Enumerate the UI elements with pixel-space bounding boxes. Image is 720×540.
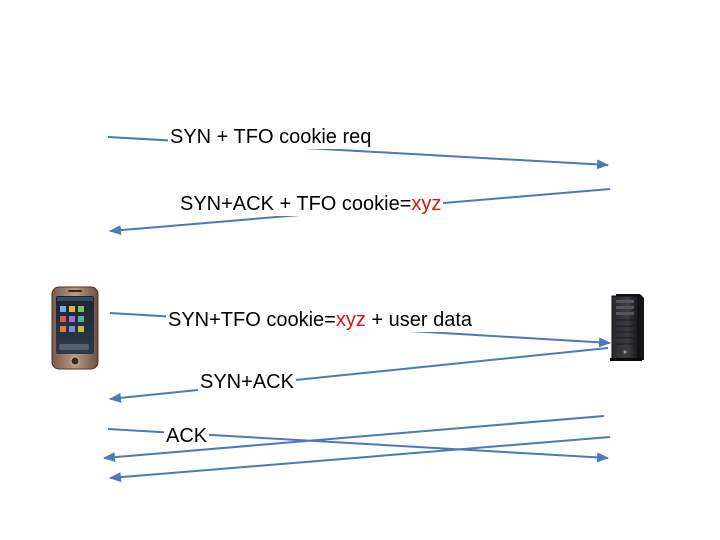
cookie-value-highlight: xyz [411,193,442,215]
server-tower-icon [610,294,644,361]
message-text: + user data [365,309,473,331]
message-label-syn-cookie-data: SYN+TFO cookie=xyz + user data [166,308,475,332]
smartphone-icon [51,286,99,370]
message-label-synack-cookie: SYN+ACK + TFO cookie=xyz [178,192,444,216]
message-text: SYN+TFO cookie= [168,309,336,331]
message-text: ACK [166,425,208,447]
message-label-ack: ACK [164,424,210,448]
message-text: SYN + TFO cookie req [170,126,372,148]
arrow-response-2 [109,436,611,483]
arrow-synack [109,347,609,403]
cookie-value-highlight: xyz [335,309,366,331]
message-text: SYN+ACK [200,371,294,393]
message-label-synack: SYN+ACK [198,370,296,394]
message-label-syn-cookie-req: SYN + TFO cookie req [168,125,374,149]
arrow-response-1 [103,415,605,463]
message-text: SYN+ACK + TFO cookie= [180,193,412,215]
